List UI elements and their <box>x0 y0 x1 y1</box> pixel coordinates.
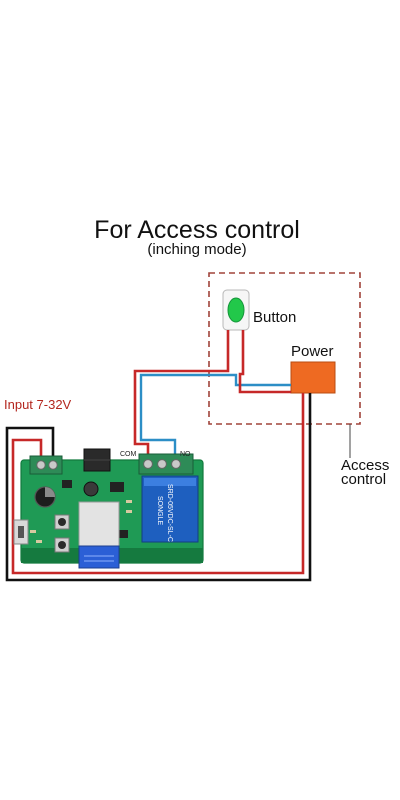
terminal-no-label: NO <box>180 451 191 458</box>
chip-1 <box>110 482 124 492</box>
relay-brand-text: SONGLE <box>156 496 163 526</box>
micro-usb-slot <box>18 526 24 538</box>
wire-red-power-to-input <box>11 393 305 575</box>
relay-model-text: SRD-05VDC-SL-C <box>166 484 173 542</box>
smd-2 <box>126 510 132 513</box>
power-supply-box <box>290 361 336 394</box>
smd-4 <box>36 540 42 543</box>
output-terminal-screw-1 <box>143 459 153 469</box>
relay-board: COM NO SRD-05VDC-SL-C SONGLE <box>13 448 204 569</box>
board-button-2-cap <box>58 541 66 549</box>
output-terminal-screw-3 <box>171 459 181 469</box>
relay-top-shine <box>144 478 196 486</box>
wire-blue-no-to-power <box>139 373 291 455</box>
access-control-enclosure <box>208 272 361 425</box>
diagram-subtitle: (inching mode) <box>147 241 246 258</box>
access-control-label-line2: control <box>341 471 386 488</box>
power-label: Power <box>291 343 334 360</box>
chip-2 <box>62 480 72 488</box>
relay <box>141 475 199 543</box>
diagram-title: For Access control <box>94 216 300 244</box>
wifi-module-shield <box>78 501 120 553</box>
board-button-1-cap <box>58 518 66 526</box>
button-indicator <box>227 297 245 323</box>
wifi-module-antenna <box>78 545 120 569</box>
chip-3 <box>118 530 128 538</box>
access-control-label-line1: Access <box>341 457 389 474</box>
button-label: Button <box>253 309 296 326</box>
capacitor-marking <box>45 487 55 497</box>
input-terminal-screw-2 <box>48 460 58 470</box>
wire-black-power-to-input <box>5 393 312 582</box>
terminal-com-label: COM <box>120 451 137 458</box>
input-terminal-screw-1 <box>36 460 46 470</box>
wire-red-button-to-power <box>238 330 291 394</box>
smd-1 <box>126 500 132 503</box>
smd-3 <box>30 530 36 533</box>
wire-red-com-to-button <box>133 330 230 455</box>
relay-markings: SRD-05VDC-SL-C SONGLE <box>156 484 173 542</box>
inductor <box>83 481 99 497</box>
output-terminal-screw-2 <box>157 459 167 469</box>
input-voltage-label: Input 7-32V <box>4 397 72 412</box>
